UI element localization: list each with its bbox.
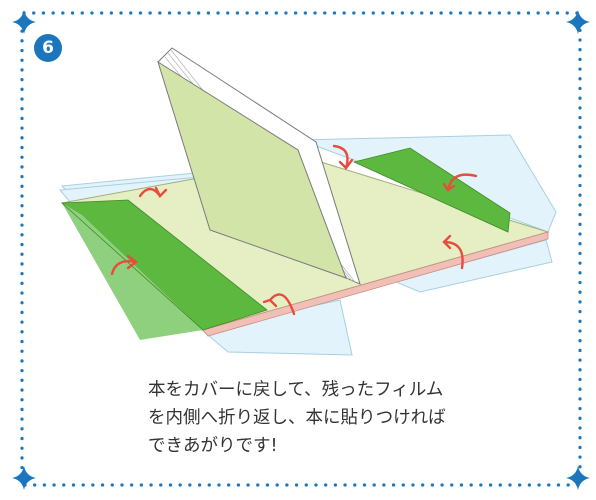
fold-arrow-icon bbox=[442, 173, 478, 192]
fold-arrow-icon bbox=[262, 293, 296, 316]
instruction-line: できあがりです! bbox=[148, 436, 278, 456]
fold-arrows bbox=[110, 144, 478, 316]
fold-arrow-icon bbox=[442, 234, 464, 270]
step-number-badge: 6 bbox=[34, 34, 62, 62]
fold-arrow-icon bbox=[110, 254, 138, 276]
instruction-text: 本をカバーに戻して、残ったフィルム を内側へ折り返し、本に貼りつければ できあが… bbox=[148, 376, 508, 460]
fold-arrow-icon bbox=[138, 186, 168, 199]
corner-ornament-icon bbox=[12, 10, 590, 490]
instruction-line: を内側へ折り返し、本に貼りつければ bbox=[148, 408, 446, 428]
left-flap-fold bbox=[62, 203, 207, 340]
fold-arrow-icon bbox=[332, 144, 354, 170]
right-flap bbox=[352, 147, 511, 233]
book-cover bbox=[157, 60, 347, 279]
instruction-line: 本をカバーに戻して、残ったフィルム bbox=[148, 380, 444, 400]
left-flap bbox=[62, 200, 267, 330]
